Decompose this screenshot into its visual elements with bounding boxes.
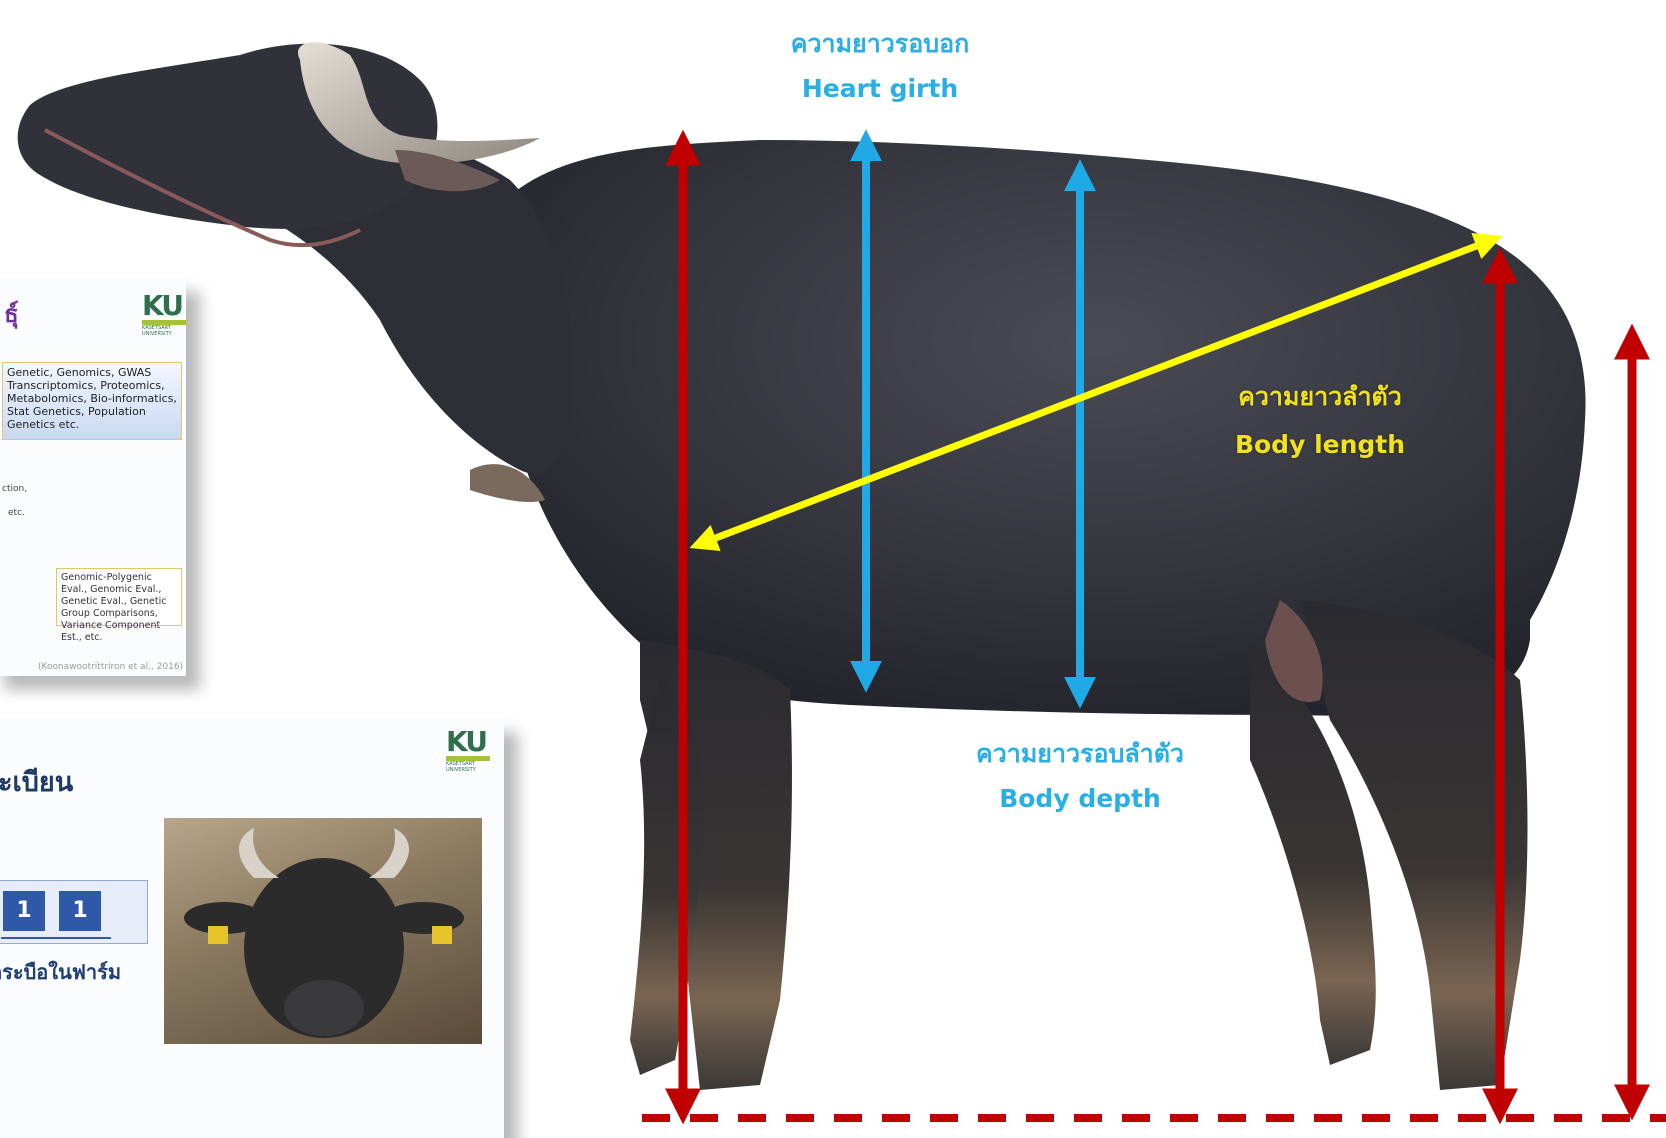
ku-logo: KU KASETSART UNIVERSITY [142,292,186,332]
buffalo-photo [164,818,482,1044]
body-depth-label-th: ความยาวรอบลำตัว [950,734,1210,774]
body-length-label-en: Body length [1220,430,1420,459]
heart-girth-label-en: Heart girth [790,74,970,103]
slide1-left-fragment-1: ction, [2,484,27,494]
genomics-methods-box: Genetic, Genomics, GWAS Transcriptomics,… [2,362,182,440]
slide1-left-fragment-2: etc. [8,508,25,518]
slide2-caption: กระบือในฟาร์ม [0,956,121,988]
body-length-label-th: ความยาวลำตัว [1220,377,1420,417]
body-depth-label-en: Body depth [950,784,1210,813]
ku-logo: KU KASETSART UNIVERSITY [446,728,490,768]
id-digit: 1 [59,891,101,931]
id-number-box: 1 1 [0,880,148,944]
slide1-citation: (Koonawootrittriron et al., 2016) [38,662,183,672]
heart-girth-label-th: ความยาวรอบอก [790,24,970,64]
id-digit: 1 [3,891,45,931]
slide2-title-fragment: ะเบียน [0,760,73,803]
genomic-evaluation-box: Genomic-Polygenic Eval., Genomic Eval., … [56,568,182,626]
background-slide-genomics: ธุ์ KU KASETSART UNIVERSITY Genetic, Gen… [0,278,186,676]
background-slide-registration: ะเบียน KU KASETSART UNIVERSITY 1 1 กระบื… [0,718,504,1138]
slide1-title-fragment: ธุ์ [4,294,19,333]
